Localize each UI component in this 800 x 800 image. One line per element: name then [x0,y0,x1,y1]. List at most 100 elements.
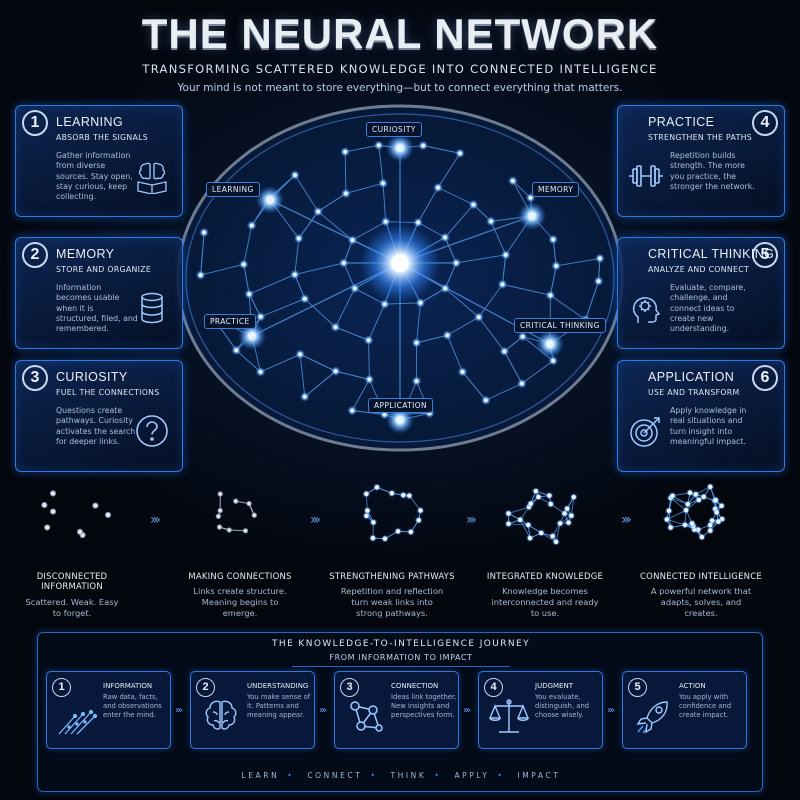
network-node [471,202,476,207]
network-label-application: APPLICATION [368,398,434,413]
stage-node [217,491,223,497]
stage-arrow: ››› [621,512,632,528]
network-edge [335,370,370,380]
network-node [376,143,381,148]
footer-word: THINK [390,771,427,780]
stage-node [104,511,112,519]
network-edge [298,211,319,239]
stage-description: Links create structure. Meaning begins t… [193,586,287,618]
network-edge [352,221,386,241]
stage-node [716,519,721,524]
stage-node [389,491,395,496]
stage-node [370,535,376,541]
network-node [366,338,371,342]
card-body: Gather information from diverse sources.… [56,151,133,202]
data-stream-icon [58,709,98,735]
network-node [421,143,426,148]
card-number: 5 [752,242,778,268]
stage-node [682,522,688,528]
network-node [596,279,601,283]
stage-node [518,517,523,522]
step-title: ACTION [679,682,706,690]
network-node [460,370,465,374]
stage-label: STRENGTHENING PATHWAYS [329,572,455,582]
stage-node [76,528,84,535]
card-body: Repetition builds strength. The more you… [670,151,755,191]
step-number: 2 [196,678,215,697]
stage-node [714,510,719,515]
stage-node [719,503,724,509]
card-subtitle: USE AND TRANSFORM [648,388,740,397]
network-node [293,173,297,177]
stage-node [216,524,223,530]
footer-word: APPLY [454,771,490,780]
network-edge [299,353,336,372]
stage-node [528,501,533,506]
network-node [554,264,559,268]
page-tagline: Your mind is not meant to store everythi… [177,82,623,94]
stage-node [670,493,675,498]
stage-node [407,493,412,498]
stage-node [536,494,541,500]
network-edge [437,153,461,188]
stage-node [246,500,252,507]
stage-node [547,493,552,498]
network-node [414,340,419,345]
stage-node [668,525,673,530]
card-number: 4 [752,110,778,136]
network-edge [504,351,523,384]
network-node [511,179,515,183]
network-ring-inner [185,113,615,443]
stage-node [557,521,563,526]
network-edge [490,221,507,256]
stage-node [562,511,567,516]
rocket-icon [636,701,668,734]
stage-node [526,522,531,528]
footer-word: CONNECT [307,771,363,780]
stage-graphic-1 [10,478,130,550]
stage-node [226,527,232,533]
network-edge [556,257,600,267]
network-edge [382,183,387,222]
card-subtitle: STRENGTHEN THE PATHS [648,133,753,142]
stage-node [708,484,713,490]
stage-graphic-5 [640,478,760,550]
network-edge [243,264,250,295]
network-edge [456,254,506,264]
stage-node [364,513,369,519]
network-edge [294,262,344,276]
step-number: 5 [628,678,647,697]
network-node [548,293,553,298]
network-node [489,219,493,224]
network-edge [200,232,205,276]
journey-arrow: ››› [319,705,327,716]
network-edge [200,263,244,276]
stage-node [49,508,57,515]
stage-node [699,534,705,540]
network-node [418,301,423,305]
journey-step-action: 5 ACTION You apply with confidence and c… [622,671,747,749]
card-title: APPLICATION [648,370,735,384]
network-edge [249,274,296,295]
network-node [477,315,481,319]
stage-node [553,539,559,544]
stage-edge [229,529,246,532]
network-node [458,151,462,156]
journey-step-information: 1 INFORMATION Raw data, facts, and obser… [46,671,171,749]
network-node [383,219,388,224]
card-body: Questions create pathways. Curiosity act… [56,406,136,446]
card-title: MEMORY [56,247,115,261]
stage-node [41,501,48,509]
journey-step-judgment: 4 JUDGMENT You evaluate, distinguish, an… [478,671,603,749]
network-node [551,237,555,242]
stage-node [713,497,718,503]
network-edge [368,303,386,341]
stage-node [401,492,406,498]
journey-subtitle: FROM INFORMATION TO IMPACT [292,653,510,667]
step-title: JUDGMENT [535,682,573,690]
network-hub [266,196,274,204]
network-hub [528,212,536,220]
card-subtitle: FUEL THE CONNECTIONS [56,388,160,397]
network-edge [260,353,301,373]
page-title: THE NEURAL NETWORK [141,10,659,57]
